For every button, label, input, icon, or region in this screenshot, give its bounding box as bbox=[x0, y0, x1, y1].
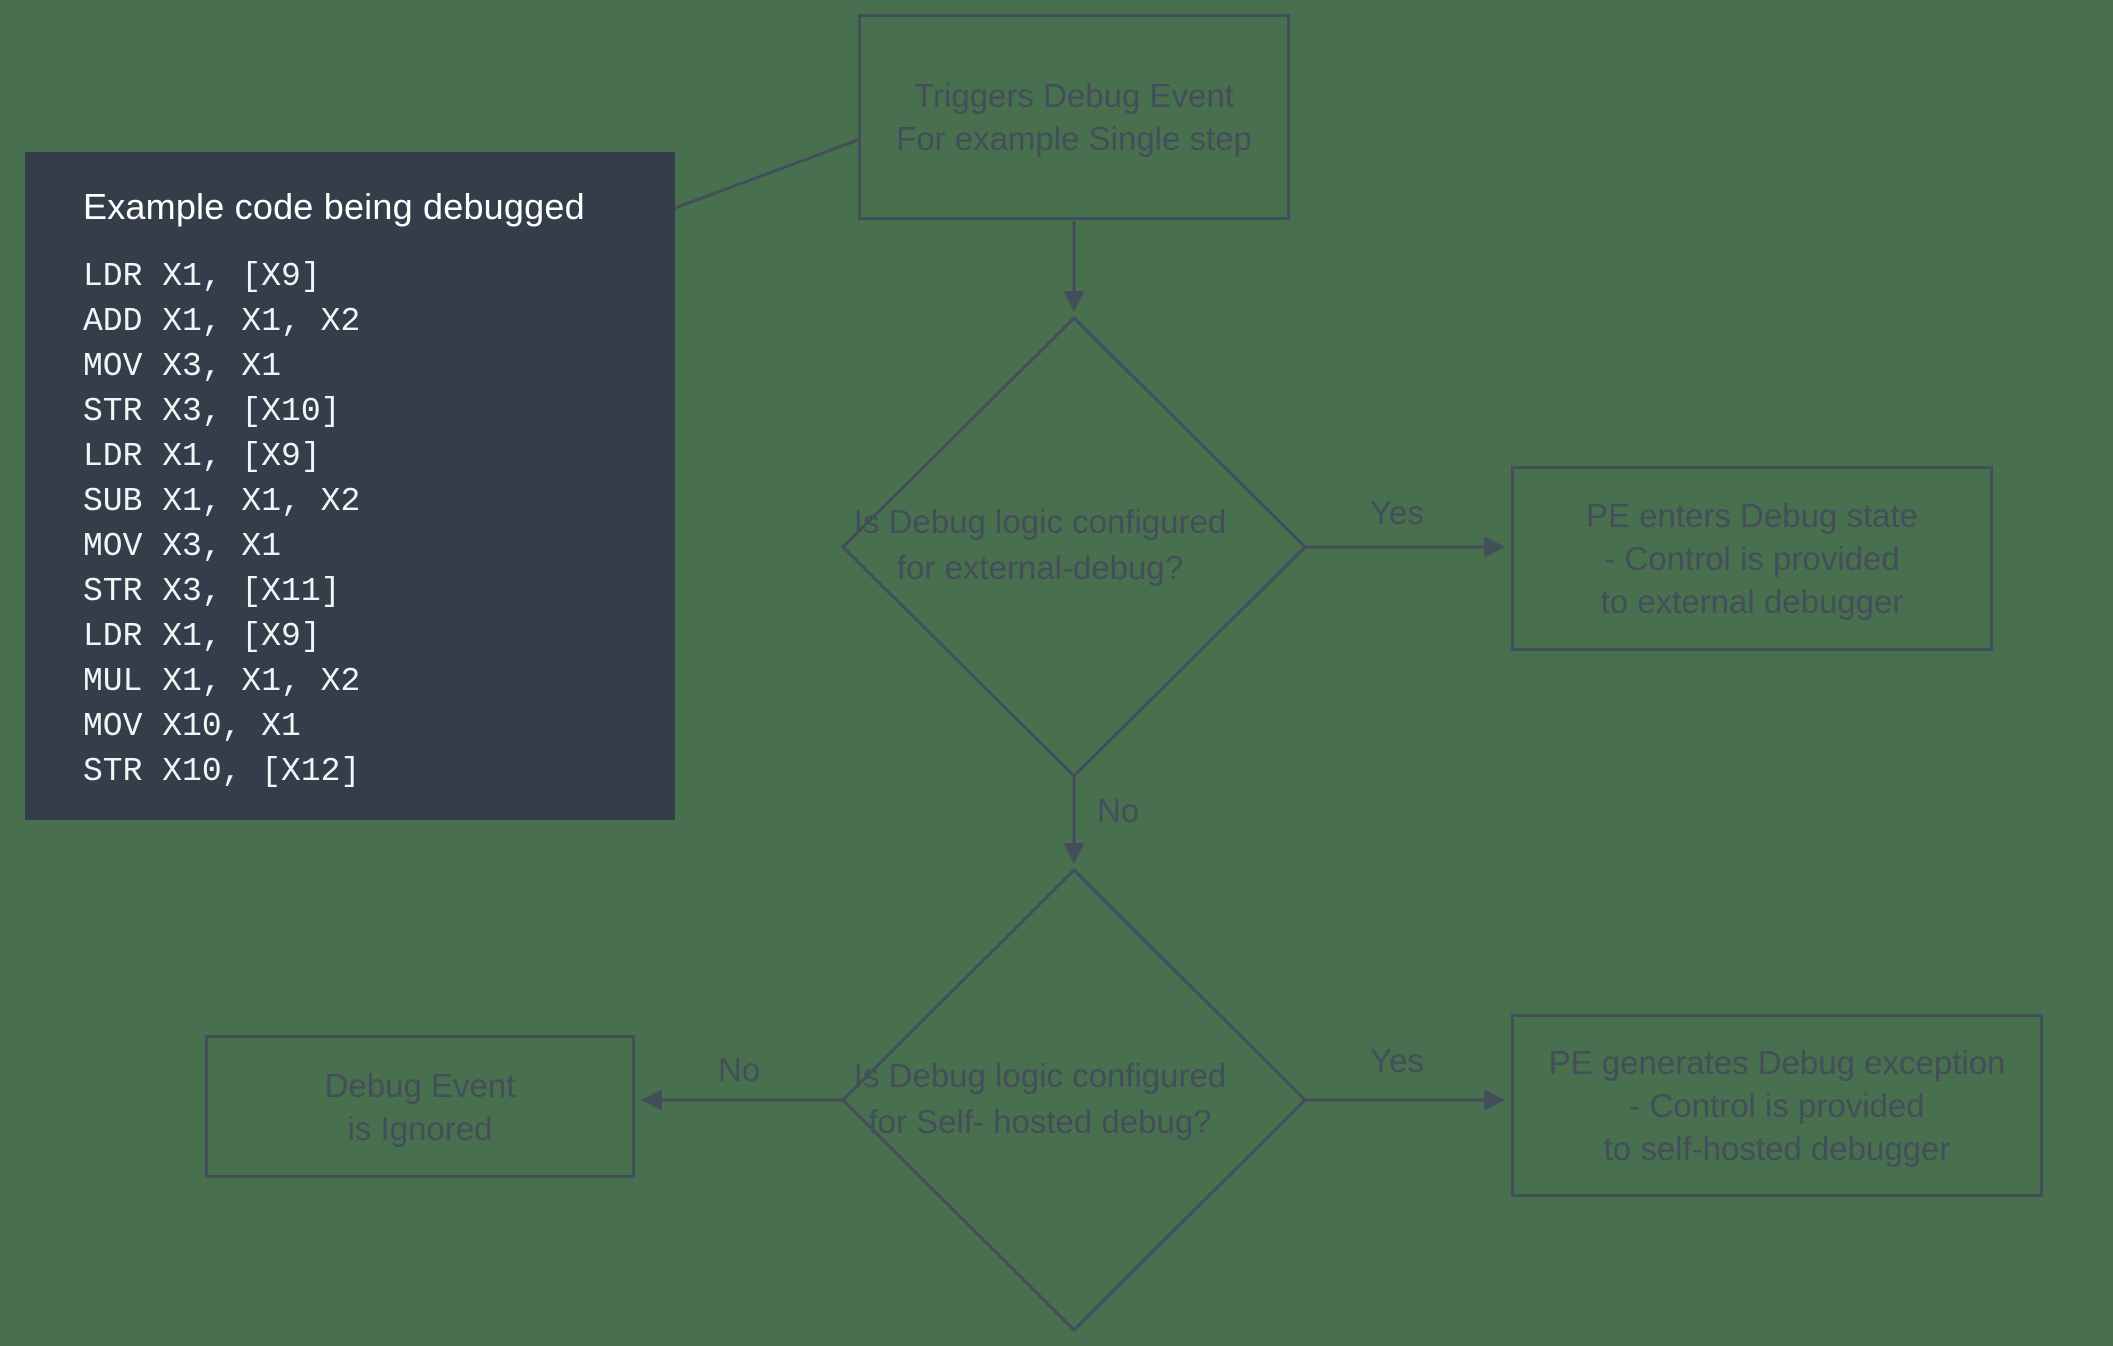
node-ignored-label: Debug Event is Ignored bbox=[324, 1066, 516, 1147]
code-line: STR X3, [X10] bbox=[83, 393, 341, 430]
code-panel-listing: LDR X1, [X9] ADD X1, X1, X2 MOV X3, X1 STR … bbox=[83, 254, 675, 794]
edge-label-selfhosted-yes: Yes bbox=[1370, 1042, 1424, 1079]
node-trigger-debug-event[interactable]: Triggers Debug Event For example Single … bbox=[858, 14, 1290, 220]
edge-label-selfhosted-no: No bbox=[718, 1051, 761, 1088]
code-line: LDR X1, [X9] bbox=[83, 258, 321, 295]
node-pe-generates-debug-exception[interactable]: PE generates Debug exception - Control i… bbox=[1511, 1014, 2043, 1197]
code-line: MUL X1, X1, X2 bbox=[83, 663, 361, 700]
node-external-label: PE enters Debug state - Control is provi… bbox=[1585, 497, 1919, 620]
code-line: STR X10, [X12] bbox=[83, 753, 361, 790]
code-line: LDR X1, [X9] bbox=[83, 618, 321, 655]
edge-label-external-no: No bbox=[1097, 792, 1140, 829]
leader-line-code-to-trigger bbox=[674, 138, 859, 210]
code-line: MOV X3, X1 bbox=[83, 348, 282, 385]
node-pe-enters-debug-state[interactable]: PE enters Debug state - Control is provi… bbox=[1511, 466, 1993, 651]
code-panel: Example code being debugged LDR X1, [X9]… bbox=[25, 152, 675, 820]
node-exception-label: PE generates Debug exception - Control i… bbox=[1548, 1044, 2006, 1167]
node-debug-event-ignored[interactable]: Debug Event is Ignored bbox=[205, 1035, 635, 1178]
node-trigger-label: Triggers Debug Event For example Single … bbox=[896, 77, 1252, 157]
code-line: MOV X3, X1 bbox=[83, 528, 282, 565]
edge-label-external-yes: Yes bbox=[1370, 494, 1424, 531]
code-line: SUB X1, X1, X2 bbox=[83, 483, 361, 520]
decision-diamond-selfhosted bbox=[840, 867, 1308, 1333]
code-line: LDR X1, [X9] bbox=[83, 438, 321, 475]
code-line: ADD X1, X1, X2 bbox=[83, 303, 361, 340]
code-panel-title: Example code being debugged bbox=[83, 186, 585, 227]
code-line: STR X3, [X11] bbox=[83, 573, 341, 610]
decision-diamond-external bbox=[840, 315, 1308, 779]
code-line: MOV X10, X1 bbox=[83, 708, 301, 745]
